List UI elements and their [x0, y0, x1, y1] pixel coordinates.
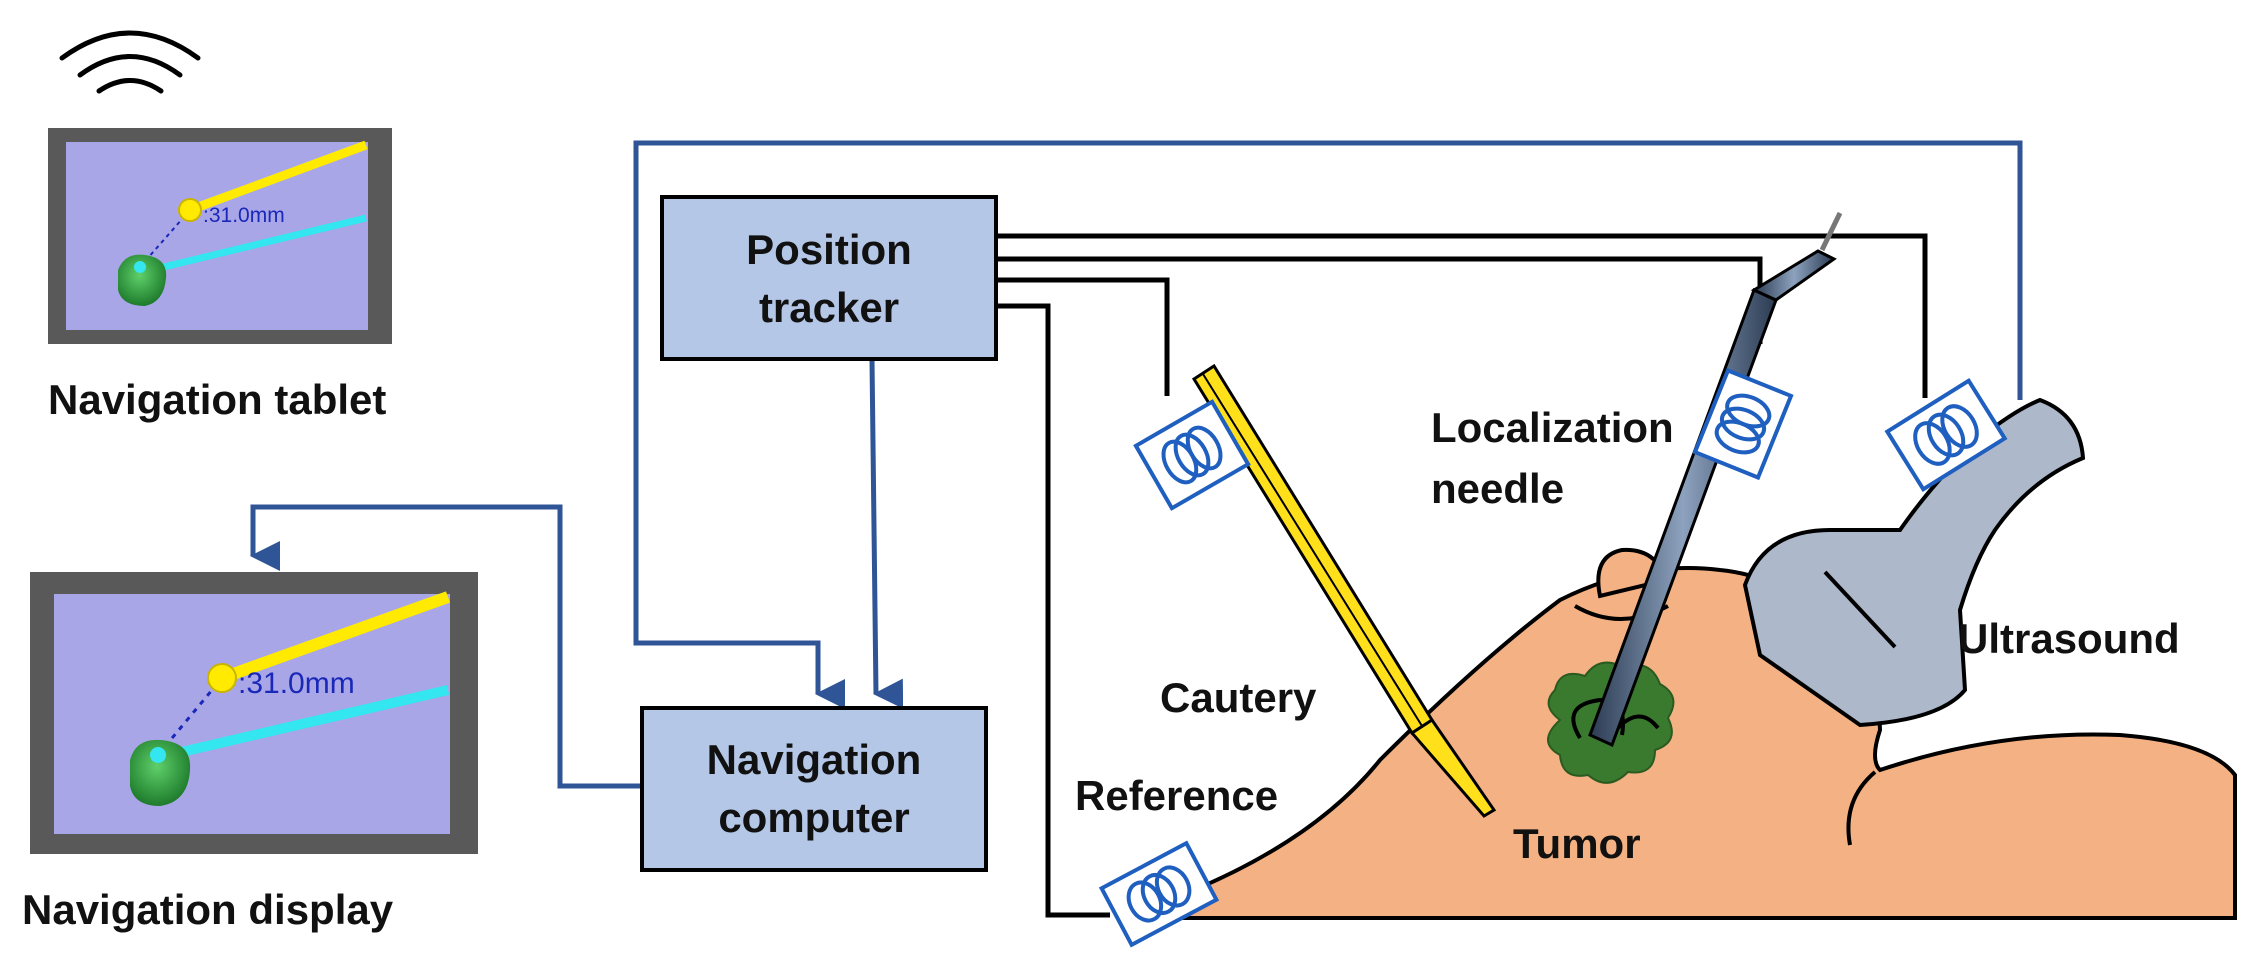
navigation-computer-label-line2: computer — [718, 794, 909, 841]
display-screen — [54, 594, 450, 834]
computer-to-display-line — [250, 504, 642, 789]
display-cautery-trajectory — [219, 591, 451, 684]
wire-cautery — [996, 277, 1170, 396]
patient-body — [1117, 547, 2237, 920]
tablet-needle-trajectory — [142, 214, 367, 276]
localization-needle-label-line2: needle — [1431, 465, 1564, 512]
sensor-coil-icon — [1098, 840, 1220, 948]
tumor-label: Tumor — [1513, 820, 1641, 867]
wire-reference — [996, 303, 1110, 918]
ultrasound-to-computer-line — [633, 140, 2023, 709]
display-tumor-model — [130, 739, 191, 806]
navigation-tablet-label: Navigation tablet — [48, 376, 386, 423]
tablet-distance-readout: :31.0mm — [203, 204, 285, 227]
ultrasound-label: Ultrasound — [1958, 615, 2180, 662]
tracker-to-computer-line — [869, 359, 904, 709]
reference-label: Reference — [1075, 772, 1278, 819]
ultrasound-probe — [1742, 397, 2086, 728]
wire-needle — [996, 256, 1763, 344]
tablet-cautery-trajectory — [188, 140, 368, 215]
position-tracker-label-line1: Position — [746, 226, 912, 273]
tablet-tumor-model — [118, 254, 167, 306]
navigation-display-label: Navigation display — [22, 886, 394, 933]
tablet-screen — [66, 142, 368, 330]
navigation-display: :31.0mm — [30, 572, 478, 854]
display-needle-trajectory — [158, 685, 450, 762]
sensor-coil-icon — [1884, 377, 2008, 493]
navigation-computer-box: Navigation computer — [640, 706, 988, 872]
navigation-tablet: :31.0mm — [48, 128, 392, 344]
localization-needle-label-line1: Localization — [1431, 404, 1674, 451]
sensor-coil-icon — [1133, 399, 1251, 511]
data-connections — [250, 140, 2023, 789]
wifi-icon — [59, 30, 201, 94]
position-tracker-box: Position tracker — [660, 195, 998, 361]
navigation-computer-label-line1: Navigation — [707, 736, 922, 783]
display-distance-readout: :31.0mm — [238, 667, 355, 700]
position-tracker-label-line2: tracker — [759, 284, 899, 331]
sensor-coil-icon — [1692, 367, 1794, 481]
wire-ultrasound — [996, 233, 1928, 398]
cautery-instrument — [1191, 363, 1497, 818]
cautery-label: Cautery — [1160, 674, 1317, 721]
